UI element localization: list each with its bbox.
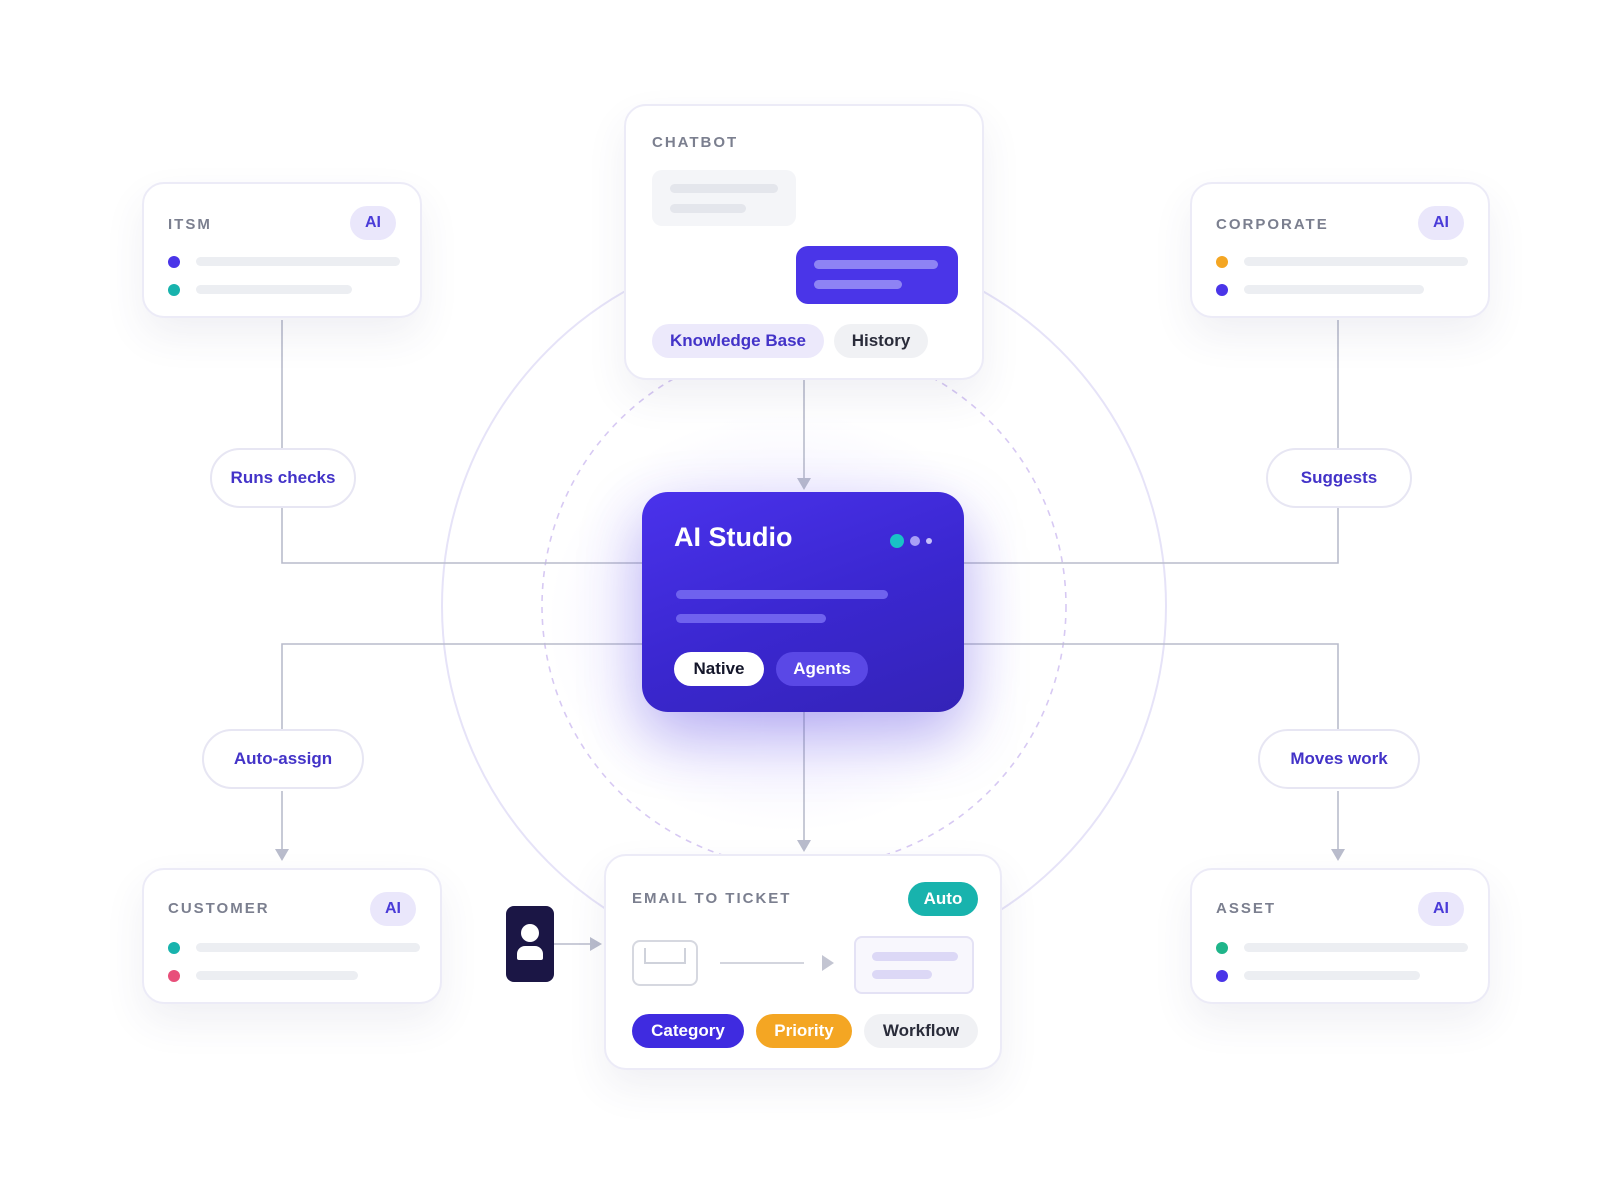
- status-dot: [168, 284, 180, 296]
- status-dot: [1216, 256, 1228, 268]
- ai-studio-card[interactable]: AI Studio Native Agents: [642, 492, 964, 712]
- status-dot: [168, 942, 180, 954]
- customer-title: CUSTOMER: [168, 900, 270, 917]
- email-envelope-icon: [632, 940, 698, 986]
- corporate-title: CORPORATE: [1216, 216, 1329, 233]
- connector-moves-work[interactable]: Moves work: [1258, 729, 1420, 789]
- user-icon: [506, 906, 554, 982]
- asset-card[interactable]: ASSET AI: [1190, 868, 1490, 1004]
- corporate-card[interactable]: CORPORATE AI: [1190, 182, 1490, 318]
- arrow-down-icon: [797, 840, 811, 852]
- arrow-down-icon: [797, 478, 811, 490]
- asset-title: ASSET: [1216, 900, 1277, 917]
- status-dot: [168, 970, 180, 982]
- connector-suggests[interactable]: Suggests: [1266, 448, 1412, 508]
- itsm-card[interactable]: ITSM AI: [142, 182, 422, 318]
- incoming-message-bubble: [652, 170, 796, 226]
- customer-card[interactable]: CUSTOMER AI: [142, 868, 442, 1004]
- auto-badge: Auto: [908, 882, 978, 916]
- corporate-ai-badge: AI: [1418, 206, 1464, 240]
- chatbot-title: CHATBOT: [652, 134, 739, 151]
- tag-priority[interactable]: Priority: [756, 1014, 852, 1048]
- chatbot-card[interactable]: CHATBOT Knowledge Base History: [624, 104, 984, 380]
- ai-studio-title: AI Studio: [674, 522, 793, 552]
- arrow-right-icon: [590, 937, 602, 951]
- tag-agents[interactable]: Agents: [776, 652, 868, 686]
- tag-knowledge-base[interactable]: Knowledge Base: [652, 324, 824, 358]
- tag-workflow[interactable]: Workflow: [864, 1014, 978, 1048]
- asset-ai-badge: AI: [1418, 892, 1464, 926]
- connector-auto-assign[interactable]: Auto-assign: [202, 729, 364, 789]
- email-to-ticket-title: EMAIL TO TICKET: [632, 890, 792, 907]
- outgoing-message-bubble: [796, 246, 958, 304]
- status-dot: [1216, 942, 1228, 954]
- itsm-title: ITSM: [168, 216, 212, 233]
- email-to-ticket-card[interactable]: EMAIL TO TICKET Auto Category Priority W…: [604, 854, 1002, 1070]
- itsm-ai-badge: AI: [350, 206, 396, 240]
- arrow-right-icon: [822, 955, 834, 971]
- ticket-preview: [854, 936, 974, 994]
- tag-native[interactable]: Native: [674, 652, 764, 686]
- status-dots-icon: [890, 534, 938, 548]
- customer-ai-badge: AI: [370, 892, 416, 926]
- tag-history[interactable]: History: [834, 324, 928, 358]
- status-dot: [1216, 284, 1228, 296]
- flow-line: [720, 962, 804, 964]
- tag-category[interactable]: Category: [632, 1014, 744, 1048]
- arrow-down-icon: [275, 849, 289, 861]
- arrow-down-icon: [1331, 849, 1345, 861]
- status-dot: [1216, 970, 1228, 982]
- status-dot: [168, 256, 180, 268]
- connector-runs-checks[interactable]: Runs checks: [210, 448, 356, 508]
